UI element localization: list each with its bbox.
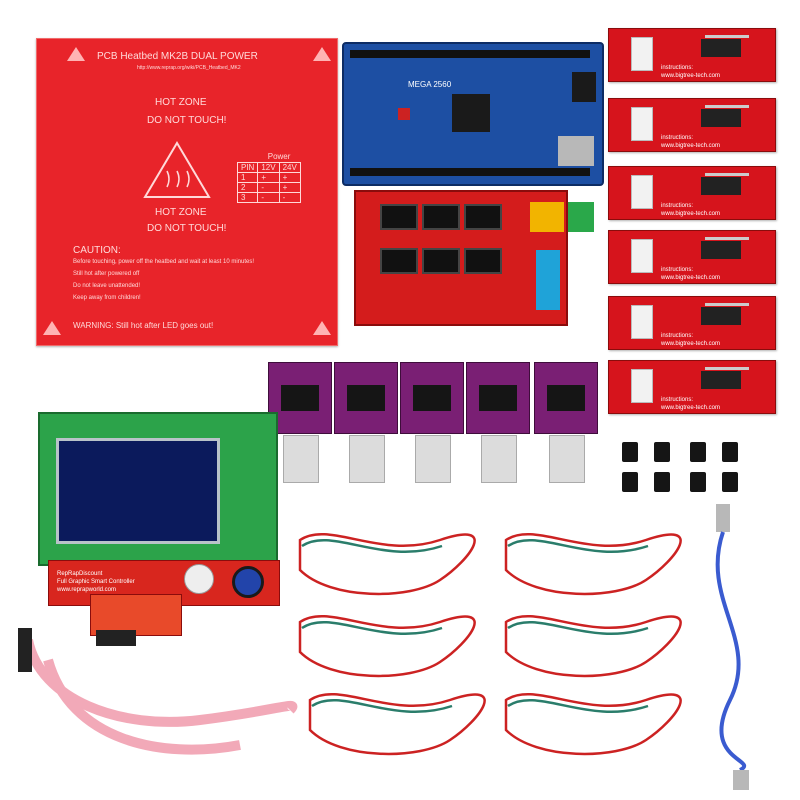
motor-cable: [504, 693, 682, 756]
motor-cable: [504, 533, 682, 596]
lcd-screen: [56, 438, 220, 544]
fuse: [530, 202, 564, 232]
ramps-shield: [354, 190, 594, 326]
endstop-switch: instructions:www.bigtree-tech.com: [608, 296, 776, 350]
hot-zone-label: HOT ZONE: [155, 97, 207, 108]
caution-title: CAUTION:: [73, 245, 121, 256]
hot-surface-icon: [143, 141, 211, 198]
caution-line: Before touching, power off the heatbed a…: [73, 259, 255, 265]
power-jack: [572, 72, 596, 102]
lcd-site: www.reprapworld.com: [57, 587, 117, 593]
buzzer: [184, 564, 214, 594]
stepper-driver: [534, 362, 598, 483]
lcd-product: Full Graphic Smart Controller: [57, 579, 135, 585]
caution-line: Keep away from children!: [73, 295, 141, 301]
jumper-cap: [654, 442, 670, 462]
endstop-switch: instructions:www.bigtree-tech.com: [608, 166, 776, 220]
jumper-cap: [722, 442, 738, 462]
ribbon-connector: [18, 628, 32, 672]
usb-port: [558, 136, 594, 166]
stepper-driver: [466, 362, 530, 483]
motor-cable: [298, 615, 476, 678]
usb-plug: [716, 504, 730, 532]
stepper-driver: [268, 362, 332, 483]
motor-cable: [504, 615, 682, 678]
jumper-cap: [622, 472, 638, 492]
hot-warning-icon: [313, 47, 331, 61]
reset-button: [398, 108, 410, 120]
stepper-driver: [334, 362, 398, 483]
stepper-driver: [400, 362, 464, 483]
header-pins: [350, 168, 590, 176]
mcu-chip: [452, 94, 490, 132]
hot-warning-icon: [67, 47, 85, 61]
jumper-cap: [622, 442, 638, 462]
motor-cable: [298, 533, 476, 596]
power-terminal: [568, 202, 594, 232]
usb-plug: [733, 770, 749, 790]
ribbon-connector: [96, 630, 136, 646]
endstop-switch: instructions:www.bigtree-tech.com: [608, 230, 776, 284]
arduino-mega-board: MEGA 2560: [342, 42, 604, 186]
mega-label: MEGA 2560: [408, 80, 452, 89]
hot-warning-icon: [43, 321, 61, 335]
heatbed-pcb: PCB Heatbed MK2B DUAL POWER http://www.r…: [36, 38, 338, 346]
heatbed-title: PCB Heatbed MK2B DUAL POWER: [97, 51, 258, 62]
header-pins: [350, 50, 590, 58]
jumper-cap: [654, 472, 670, 492]
output-terminal: [536, 250, 560, 310]
warning-label: WARNING: Still hot after LED goes out!: [73, 321, 214, 330]
do-not-touch-label: DO NOT TOUCH!: [147, 115, 227, 126]
lcd-brand: RepRapDiscount: [57, 571, 103, 577]
adapter-board: [90, 594, 182, 636]
heatbed-url: http://www.reprap.org/wiki/PCB_Heatbed_M…: [137, 65, 241, 71]
hot-zone-label-2: HOT ZONE: [155, 207, 207, 218]
endstop-switch: instructions:www.bigtree-tech.com: [608, 28, 776, 82]
endstop-switch: instructions:www.bigtree-tech.com: [608, 360, 776, 414]
jumper-cap: [690, 442, 706, 462]
rotary-encoder-knob: [232, 566, 264, 598]
ribbon-cable: [43, 658, 241, 755]
endstop-switch: instructions:www.bigtree-tech.com: [608, 98, 776, 152]
usb-cable: [715, 531, 747, 772]
jumper-cap: [690, 472, 706, 492]
ribbon-cable: [23, 638, 298, 727]
power-table: Power PIN 12V 24V 1++ 2-+ 3--: [236, 151, 301, 203]
caution-line: Do not leave unattended!: [73, 283, 141, 289]
jumper-cap: [722, 472, 738, 492]
do-not-touch-label-2: DO NOT TOUCH!: [147, 223, 227, 234]
caution-line: Still hot after powered off: [73, 271, 140, 277]
motor-cable: [308, 693, 486, 756]
hot-warning-icon: [313, 321, 331, 335]
